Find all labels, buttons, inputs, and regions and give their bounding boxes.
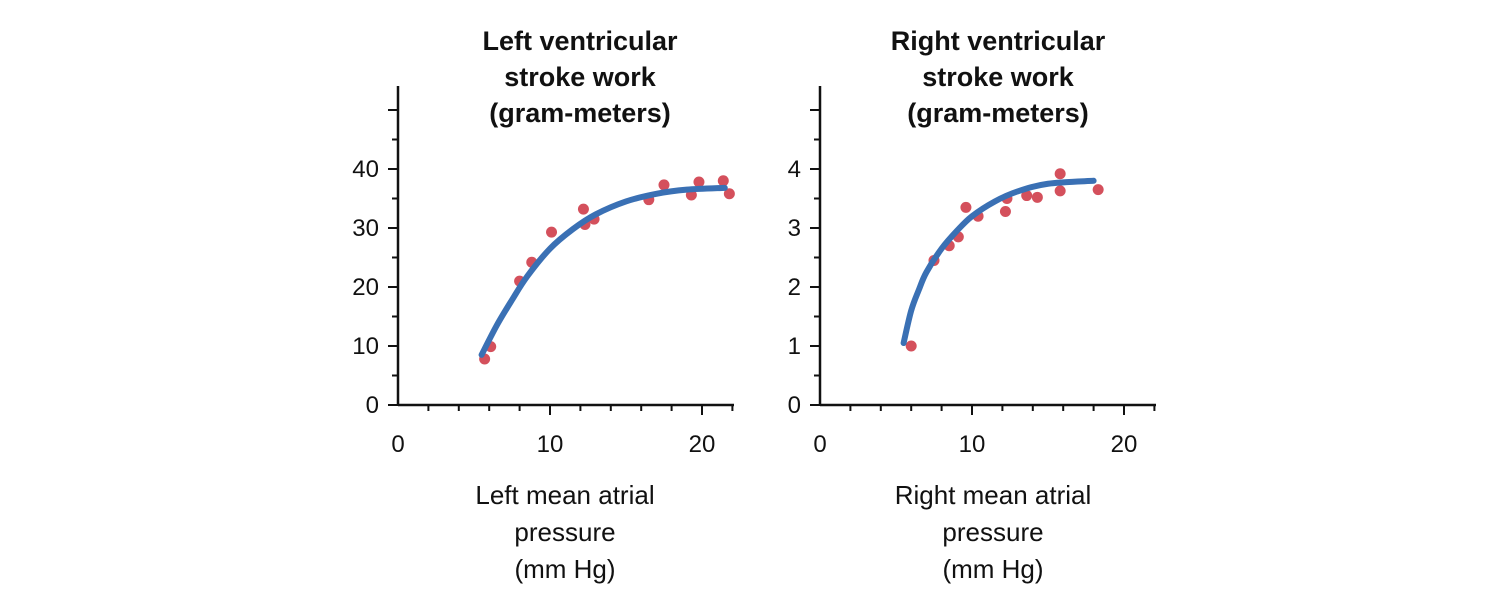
y-tick-label: 0 xyxy=(788,392,801,419)
data-point xyxy=(546,226,558,238)
x-axis-label-line: (mm Hg) xyxy=(514,554,615,584)
y-tick-label: 2 xyxy=(788,274,801,301)
y-tick-label: 20 xyxy=(352,274,379,301)
y-tick-label: 30 xyxy=(352,215,379,242)
data-point xyxy=(577,203,589,215)
x-axis-label-line: Right mean atrial xyxy=(895,480,1092,510)
x-axis-label-line: pressure xyxy=(514,517,615,547)
left-ventricular-panel: 0 10 20 30 40 0 10 20 Left ventricular stroke wor… xyxy=(352,26,735,584)
data-point xyxy=(723,188,735,200)
data-point xyxy=(1021,190,1033,202)
y-tick-label: 3 xyxy=(788,215,801,242)
y-tick-label: 1 xyxy=(788,333,801,360)
data-point xyxy=(905,340,917,352)
chart-title-line: stroke work xyxy=(922,62,1075,92)
chart-title-line: Right ventricular xyxy=(891,26,1106,56)
y-tick-label: 40 xyxy=(352,156,379,183)
data-point xyxy=(693,176,705,188)
right-ventricular-panel: 0 1 2 3 4 0 10 20 Right ventricular stroke work (g… xyxy=(788,26,1156,584)
data-point xyxy=(1054,185,1066,197)
y-tick-label: 4 xyxy=(788,156,801,183)
x-tick-label: 20 xyxy=(1111,431,1138,458)
chart-title-line: stroke work xyxy=(504,62,657,92)
data-point xyxy=(1092,184,1104,196)
fit-curve xyxy=(478,184,728,358)
x-axis-label-line: (mm Hg) xyxy=(942,554,1043,584)
x-tick-label: 0 xyxy=(813,431,826,458)
y-tick-label: 10 xyxy=(352,333,379,360)
x-axis-label-line: Left mean atrial xyxy=(475,480,654,510)
x-axis-label-line: pressure xyxy=(942,517,1043,547)
data-point xyxy=(658,179,670,191)
x-tick-label: 10 xyxy=(537,431,564,458)
chart-title-line: (gram-meters) xyxy=(489,98,671,128)
x-tick-label: 10 xyxy=(959,431,986,458)
chart-title-line: (gram-meters) xyxy=(907,98,1089,128)
data-point xyxy=(960,201,972,213)
data-point xyxy=(999,205,1011,217)
x-tick-label: 20 xyxy=(689,431,716,458)
y-tick-label: 0 xyxy=(366,392,379,419)
chart-title-line: Left ventricular xyxy=(482,26,678,56)
data-point xyxy=(1054,168,1066,180)
data-point xyxy=(1031,191,1043,203)
fit-curve xyxy=(900,177,1097,347)
data-point xyxy=(717,175,729,187)
x-tick-label: 0 xyxy=(391,431,404,458)
